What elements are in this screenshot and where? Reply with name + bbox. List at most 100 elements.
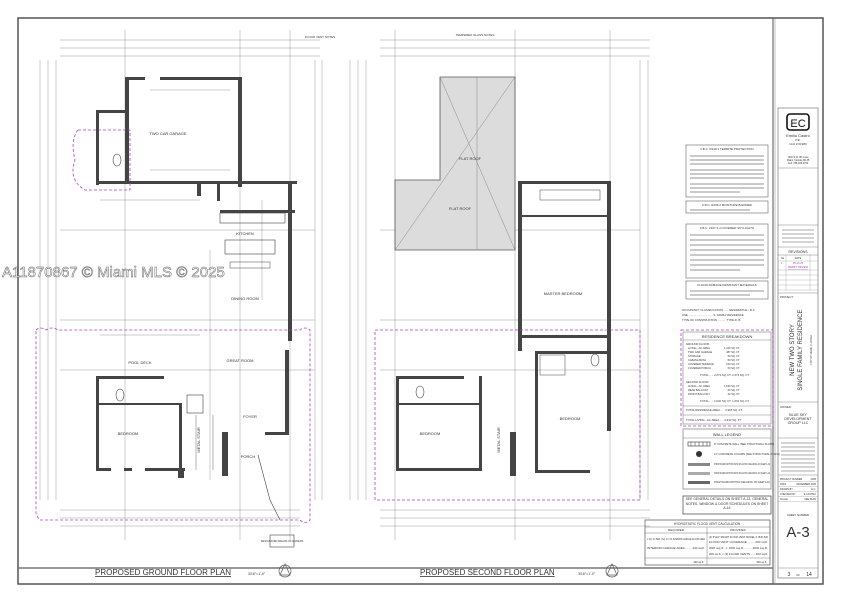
legend-item: STRAP BOARD PARTITION WITH INSULATION (S… [714,462,770,466]
termite-note-title: F.B.C. R318.1 TERMITE PROTECTION [700,147,753,151]
construction-line: TYPE OF CONSTRUCTION .......... TYPE III… [682,318,741,322]
second-floor-plan [349,30,650,540]
north-arrow-icon [278,563,292,578]
skylight-note-title: F.B.C. 2107.3.4 COVERED SKYLIGHTS [700,226,754,230]
breakdown-row-label: FRONT BALCONY [688,392,710,396]
egress-note: DESIGNATED MEANS OF EGRESS [261,539,304,543]
flood-vent-title: HYDROSTATIC FLOOD VENT CALCULATION [674,522,741,526]
sheet-number-label: SHEET NUMBER [787,513,809,517]
address-line: Cell: 786-488-0783 [788,162,809,165]
provided-header: PROVIDED [730,528,747,532]
info-row-label: DRAWN BY [780,488,793,491]
breakdown-row-value: 63 SQ. FT. [728,366,741,370]
architect-license: Civil # 61980 [789,142,807,146]
required-line: INTERIOR GARAGE AREA ....... 440 sq.ft. [647,546,705,550]
ground-plan-scale: 3/16"=1'-0" [248,572,266,576]
room-label: BEDROOM [118,431,139,436]
provided-total: 400 sq.ft. [756,560,767,564]
svg-text:EC: EC [790,118,805,130]
north-arrow-icon [605,563,619,578]
address-line: 1460 S.W. 8th Lane [788,156,810,159]
room-label: FLAT ROOF [459,156,482,161]
provided-line: 200 sq.ft. × (2) FLOOD VENTS ..... 400 s… [709,552,768,556]
ground-floor-plan [35,30,323,548]
room-label: KITCHEN [236,231,254,236]
tempered-glass-note: TEMPERED GLASS NOTES [456,33,495,37]
revisions-title: REVISIONS [788,250,808,254]
flood-material-note-title: FLOOD DAMAGE RESISTANT MATERIALS [697,283,756,287]
room-label: METAL STAIR [196,427,201,453]
info-row-label: CHECKED BY [780,493,796,496]
flood-vent-calculation: HYDROSTATIC FLOOD VENT CALCULATION REQUI… [644,519,771,566]
second-floor-labels: FLAT ROOF MASTER BEDROOM BEDROOM BEDROOM… [420,33,583,453]
sheet-of: OF [796,573,800,577]
sheet-index: 3 [788,572,791,578]
breakdown-row-label: STORAGE [688,354,701,358]
use-line: USE ............................... S. F… [682,313,744,317]
total-living: TOTAL LIVING - AC AREA ..... 2,940 SQ. F… [686,418,742,422]
title-block: EC Emilio Castro P.E. Civil # 61980 1460… [777,107,819,579]
breakdown-row-value: 60 SQ. FT. [728,388,741,392]
flood-vent-note: FLOOD VENT NOTES [305,35,335,39]
breakdown-row-label: LIVING - AC AREA [688,346,710,350]
room-label: GREAT ROOM [227,358,254,363]
breakdown-row-value: 1,410 SQ. FT. [724,346,740,350]
ground-floor-label: GROUND FLOOR: [686,342,710,346]
legend-item: STRAP BOARD PARTITION WITH INSULATION (S… [714,471,770,475]
breakdown-row-value: 1,530 SQ. FT. [724,384,740,388]
room-label: BEDROOM [420,431,441,436]
breakdown-row-label: COVERED PORCH [688,366,711,370]
owner-name: GROUP LLC [788,421,809,425]
breakdown-row-value: 487 SQ. FT. [726,350,740,354]
room-label: FOYER [243,414,257,419]
moisture-note-title: F.B.C. R406.2 MOISTURE BARRIER [702,203,752,207]
info-row-value: 2025 [811,478,817,481]
wall-legend: WALL LEGEND 8" CONCRETE WALL (SEE STRUCT… [682,428,780,490]
provided-line: (2) 8"x16" SMART FLOOD VENT MODEL # 1540… [709,535,769,539]
project-title-2: SINGLE FAMILY RESIDENCE [798,309,804,390]
ground-plan-title: PROPOSED GROUND FLOOR PLAN [95,568,231,577]
breakdown-row-label: REAR BALCONY [688,388,709,392]
address-line: Miami, Florida 33135 [787,159,810,162]
info-row-value: DECEMBER 2025 [796,483,816,486]
rev-date: 05-10-25 [793,262,804,265]
project-label: PROJECT: [780,295,794,299]
legend-item: STRAP BOARD PARTITION (SEE DETAIL ON SHE… [714,480,770,484]
info-row-label: PROJECT NUMBER [780,478,802,481]
info-row-value: SEE PLAN [804,498,816,501]
breakdown-row-label: TWO CAR GARAGE [688,350,712,354]
second-plan-title: PROPOSED SECOND FLOOR PLAN [420,568,555,577]
required-line: 1 SQ. IN. PER 1 SQ. FT. OF INTERIOR GARA… [647,537,705,541]
residence-breakdown-table: RESIDENCE BREAKDOWN GROUND FLOOR: LIVING… [680,329,774,427]
breakdown-row-label: COVERED TERRACE [688,362,714,366]
owner-name: DEVELOPMENT [784,417,812,421]
required-total: 440 sq.ft. [693,560,704,564]
ground-total: TOTAL ..... 2,273 SQ. FT. 2,273 SQ. FT. [700,373,750,377]
architect-title: P.E. [795,138,800,142]
room-label: MASTER BEDROOM [544,291,582,296]
breakdown-row-value: 50 SQ. FT. [728,358,741,362]
second-total: TOTAL ..... 1,632 SQ. FT. 1,632 SQ. FT. [700,399,750,403]
second-plan-scale: 3/16"=1'-0" [578,572,596,576]
breakdown-row-label: LIVING - AC AREA [688,384,710,388]
architect-logo: EC [786,113,810,131]
watermark: A11870867 © Miami MLS © 2025 [2,264,225,281]
project-title-1: NEW TWO STORY [790,324,796,376]
architect-name: Emilio Castro [786,133,811,138]
occupancy-line: OCCUPANCY CLASSIFICATION ...... RESIDENT… [682,308,755,312]
project-address: CITY OF MIAMI, FLORIDA [810,335,813,365]
rev-note: PERMIT REVIEW [788,266,809,269]
room-label: TWO CAR GARAGE [149,131,186,136]
info-row-label: SCALE [780,498,788,501]
breakdown-row-label: CABANA BATH [688,358,706,362]
sheet-border [17,17,824,585]
sheet-number: A-3 [786,524,809,541]
breakdown-title: RESIDENCE BREAKDOWN [702,334,753,339]
room-label: DINING ROOM [231,296,259,301]
info-row-value: E.CASTRO [804,493,816,496]
breakdown-row-value: 210 SQ. FT. [726,362,740,366]
breakdown-row-value: 42 SQ. FT. [728,392,741,396]
room-label: FLAT ROOF [449,206,472,211]
provided-line: 200 sq.ft. × 200 sq.ft. ...... 200 sq.ft… [709,546,768,550]
breakdown-row-value: 60 SQ. FT. [728,354,741,358]
